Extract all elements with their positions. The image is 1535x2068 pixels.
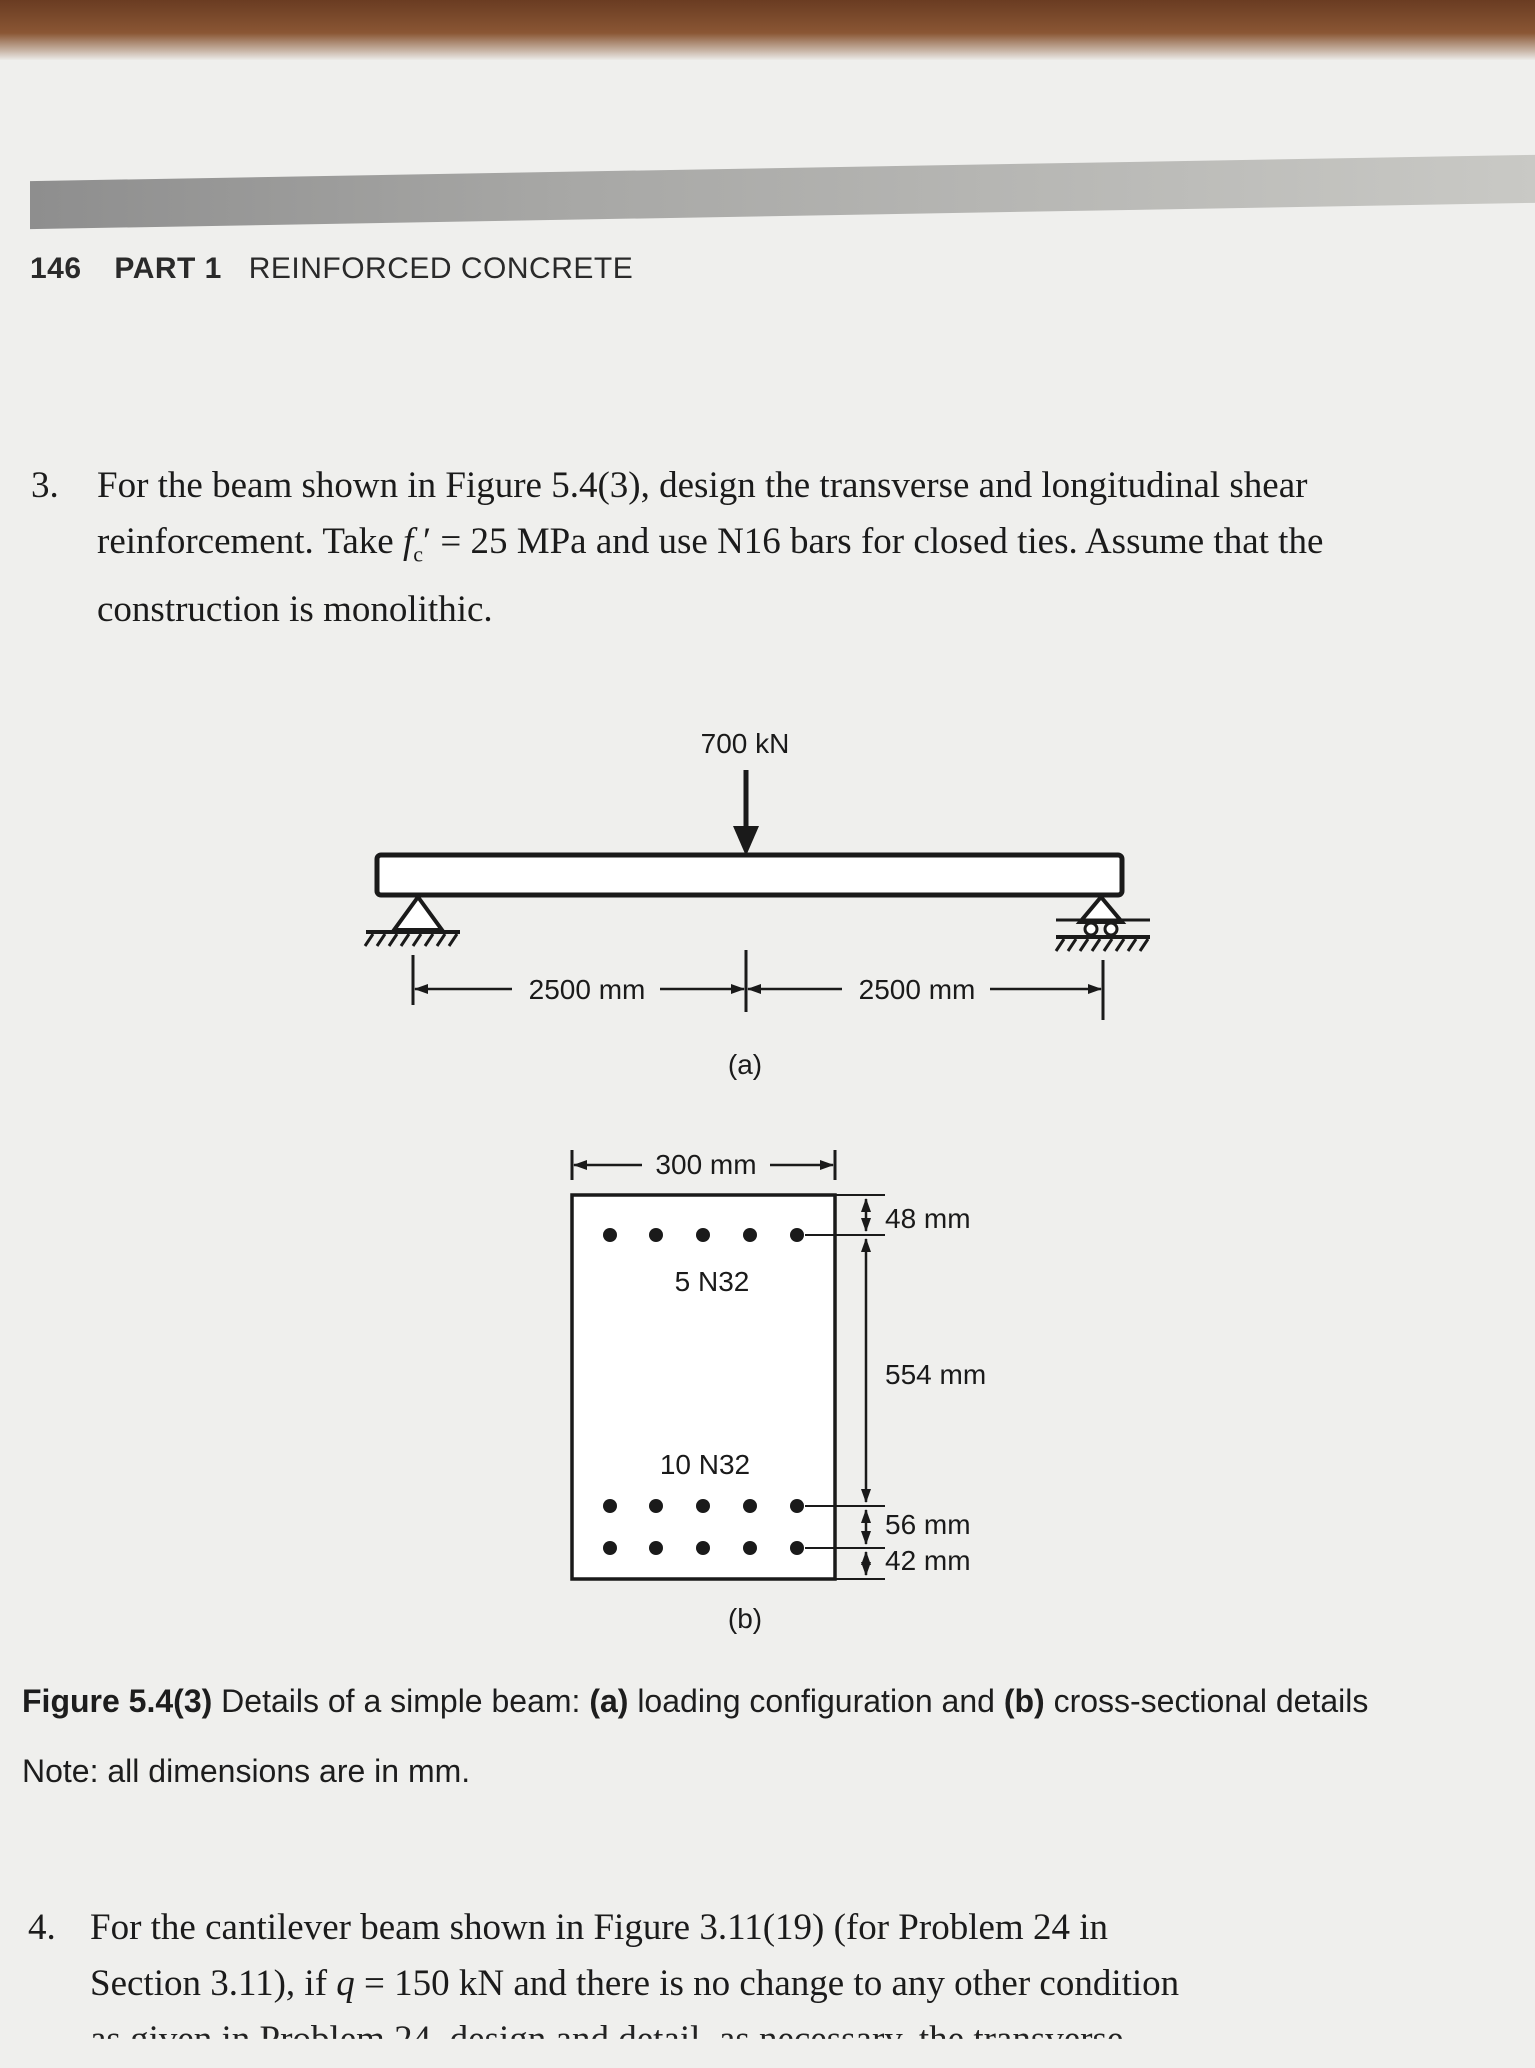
rebar [743,1541,757,1555]
caption-text: Details of a simple beam: [212,1683,590,1719]
caption-text: cross-sectional details [1044,1683,1369,1719]
bottom-cover-label: 42 mm [885,1545,971,1576]
rebar [790,1499,804,1513]
depth-dimension [805,1194,885,1580]
rebar [790,1228,804,1242]
caption-a-ref: (a) [589,1683,629,1719]
bottom-bars-label: 10 N32 [660,1449,750,1480]
label-b: (b) [728,1603,762,1634]
page-edge-shadow [0,0,1535,60]
running-head: 146 PART 1 REINFORCED CONCRETE [30,252,633,286]
rebar [603,1541,617,1555]
problem-3-line-1: For the beam shown in Figure 5.4(3), des… [97,465,1308,506]
rebar [603,1499,617,1513]
caption-text: loading configuration and [628,1683,1004,1719]
bar-spacing-label: 56 mm [885,1509,971,1540]
rebar [696,1499,710,1513]
cross-section: 300 mm 5 N32 10 N32 [570,1149,986,1634]
figure-note: Note: all dimensions are in mm. [22,1753,471,1789]
load-arrow [733,770,759,856]
bottom-bars [603,1499,804,1555]
symbol-q: q [336,1963,355,2004]
text-run: Section 3.11), if [90,1963,337,2004]
subscript-c: c [413,541,423,567]
problem-4: 4. For the cantilever beam shown in Figu… [28,1900,1490,2068]
problem-3-line-2: reinforcement. Take fc′ = 25 MPa and use… [97,514,1507,582]
symbol-f: f [402,521,414,562]
top-bars [603,1228,804,1242]
figure-ref: Figure 5.4(3) [22,1683,213,1719]
rebar [743,1228,757,1242]
text-run: = 150 kN and there is no change to any o… [354,1963,1180,2004]
loading-configuration: 700 kN [363,728,1150,1080]
text-run: ′ = 25 MPa and use N16 bars for closed t… [422,521,1324,562]
rebar [649,1541,663,1555]
problem-4-line-1: For the cantilever beam shown in Figure … [90,1907,1108,1948]
page-number: 146 [30,252,82,285]
rebar [649,1499,663,1513]
problem-number: 3. [31,465,59,506]
rebar [603,1228,617,1242]
problem-3: 3. For the beam shown in Figure 5.4(3), … [31,458,1507,638]
figure-caption: Figure 5.4(3) Details of a simple beam: … [22,1683,1368,1720]
beam [374,852,1125,898]
top-cover-label: 48 mm [885,1203,971,1234]
problem-4-line-3: as given in Problem 24, design and detai… [90,2019,1124,2060]
load-label: 700 kN [701,728,790,759]
depth-label: 554 mm [885,1359,986,1390]
section-outline [570,1193,837,1581]
span-left-label: 2500 mm [529,974,646,1005]
roller-support [1054,893,1150,952]
rebar [649,1228,663,1242]
label-a: (a) [728,1049,762,1080]
pin-support [363,893,460,947]
rebar [696,1228,710,1242]
rebar [696,1541,710,1555]
text-run: reinforcement. Take [97,521,403,562]
span-dimension: 2500 mm 2500 mm [411,950,1105,1020]
problem-number: 4. [28,1907,56,1948]
part-label: PART 1 [114,252,222,285]
problem-3-line-3: construction is monolithic. [97,589,493,631]
width-label: 300 mm [655,1149,756,1180]
top-bars-label: 5 N32 [675,1266,750,1297]
rebar [790,1541,804,1555]
problem-4-line-2: Section 3.11), if q = 150 kN and there i… [90,1956,1490,2012]
rebar [743,1499,757,1513]
part-title: REINFORCED CONCRETE [248,252,634,285]
caption-b-ref: (b) [1003,1683,1045,1719]
span-right-label: 2500 mm [859,974,976,1005]
